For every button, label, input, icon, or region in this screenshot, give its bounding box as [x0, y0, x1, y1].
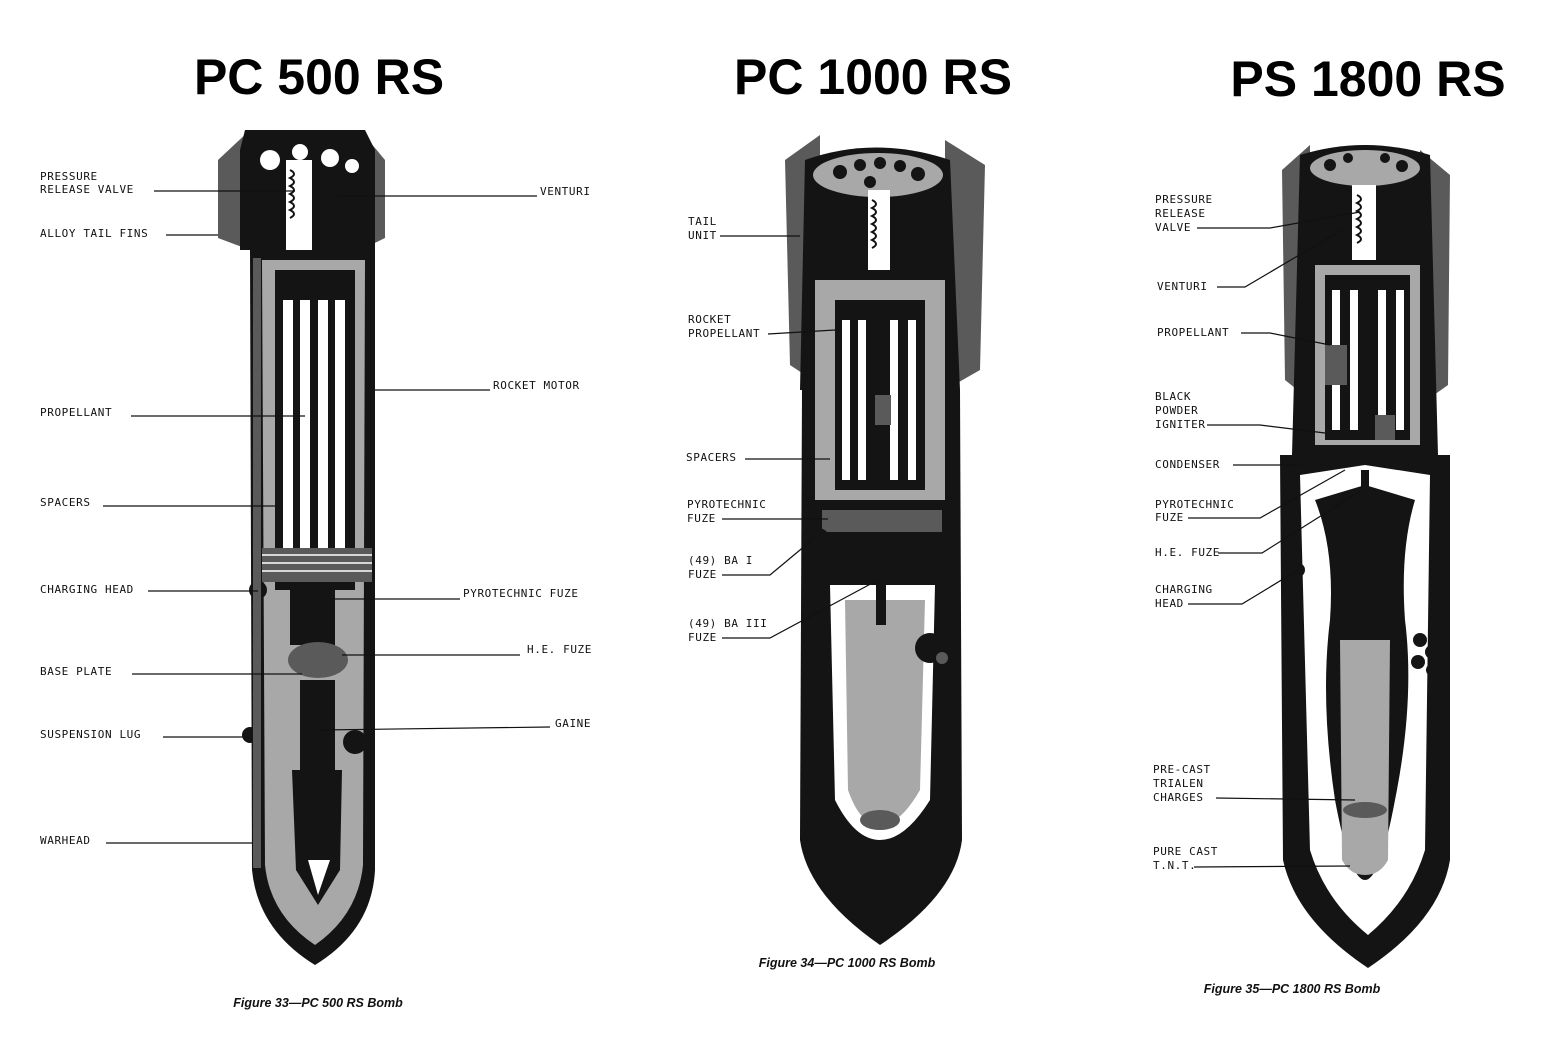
- pc500-leaders: [103, 190, 551, 844]
- ps1800-label-black-powder-igniter-1: BLACK: [1155, 390, 1191, 403]
- title-pc1000: PC 1000 RS: [734, 49, 1012, 105]
- ps1800-label-pressure-release-valve-3: VALVE: [1155, 221, 1191, 234]
- caption-fig34: Figure 34—PC 1000 RS Bomb: [759, 956, 936, 970]
- pc500-label-propellant: PROPELLANT: [40, 406, 112, 419]
- pc1000-label-pyrotechnic-fuze-2: FUZE: [687, 512, 716, 525]
- caption-fig35: Figure 35—PC 1800 RS Bomb: [1204, 982, 1381, 996]
- ps1800-label-he-fuze: H.E. FUZE: [1155, 546, 1220, 559]
- ps1800-label-condenser: CONDENSER: [1155, 458, 1220, 471]
- ps1800-label-charging-head-2: HEAD: [1155, 597, 1184, 610]
- pc1000-label-rocket-propellant-1: ROCKET: [688, 313, 731, 326]
- pc1000-label-ba3-fuze-2: FUZE: [688, 631, 717, 644]
- ps1800-label-tnt-2: T.N.T.: [1153, 859, 1196, 872]
- pc1000-label-rocket-propellant-2: PROPELLANT: [688, 327, 760, 340]
- pc1000-label-tail-unit-2: UNIT: [688, 229, 717, 242]
- pc1000-label-ba1-fuze-2: FUZE: [688, 568, 717, 581]
- pc500-label-pyrotechnic-fuze: PYROTECHNIC FUZE: [463, 587, 579, 600]
- pc500-label-charging-head: CHARGING HEAD: [40, 583, 134, 596]
- pc1000-leaders: [720, 235, 879, 639]
- pc500-label-gaine: GAINE: [555, 717, 591, 730]
- pc1000-label-ba1-fuze-1: (49) BA I: [688, 554, 753, 567]
- ps1800-label-black-powder-igniter-2: POWDER: [1155, 404, 1198, 417]
- pc500-label-suspension-lug: SUSPENSION LUG: [40, 728, 141, 741]
- ps1800-label-trialen-1: PRE-CAST: [1153, 763, 1211, 776]
- ps1800-label-trialen-2: TRIALEN: [1153, 777, 1204, 790]
- caption-fig33: Figure 33—PC 500 RS Bomb: [233, 996, 403, 1010]
- pc500-label-warhead: WARHEAD: [40, 834, 91, 847]
- pc1000-bomb-drawing: [785, 135, 985, 945]
- pc500-label-alloy-tail-fins: ALLOY TAIL FINS: [40, 227, 148, 240]
- pc1000-label-pyrotechnic-fuze-1: PYROTECHNIC: [687, 498, 766, 511]
- title-pc500: PC 500 RS: [194, 49, 444, 105]
- pc1000-label-ba3-fuze-1: (49) BA III: [688, 617, 767, 630]
- pc500-label-rocket-motor: ROCKET MOTOR: [493, 379, 580, 392]
- ps1800-label-black-powder-igniter-3: IGNITER: [1155, 418, 1206, 431]
- ps1800-label-tnt-1: PURE CAST: [1153, 845, 1218, 858]
- ps1800-label-pyrotechnic-fuze-1: PYROTECHNIC: [1155, 498, 1234, 511]
- pc500-label-he-fuze: H.E. FUZE: [527, 643, 592, 656]
- ps1800-label-charging-head-1: CHARGING: [1155, 583, 1213, 596]
- pc500-label-pressure-release-valve-1: PRESSURE: [40, 170, 98, 183]
- ps1800-label-trialen-3: CHARGES: [1153, 791, 1204, 804]
- ps1800-label-pressure-release-valve-2: RELEASE: [1155, 207, 1206, 220]
- pc500-label-pressure-release-valve-2: RELEASE VALVE: [40, 183, 134, 196]
- pc500-label-venturi: VENTURI: [540, 185, 591, 198]
- pc500-label-base-plate: BASE PLATE: [40, 665, 112, 678]
- ps1800-label-venturi: VENTURI: [1157, 280, 1208, 293]
- ps1800-label-pressure-release-valve-1: PRESSURE: [1155, 193, 1213, 206]
- pc500-label-spacers: SPACERS: [40, 496, 91, 509]
- ps1800-label-pyrotechnic-fuze-2: FUZE: [1155, 511, 1184, 524]
- pc500-bomb-drawing: [218, 130, 385, 965]
- title-ps1800: PS 1800 RS: [1230, 51, 1505, 107]
- pc1000-label-spacers: SPACERS: [686, 451, 737, 464]
- ps1800-leaders: [1188, 211, 1363, 868]
- ps1800-bomb-drawing: [1280, 145, 1450, 968]
- pc1000-label-tail-unit-1: TAIL: [688, 215, 717, 228]
- ps1800-label-propellant: PROPELLANT: [1157, 326, 1229, 339]
